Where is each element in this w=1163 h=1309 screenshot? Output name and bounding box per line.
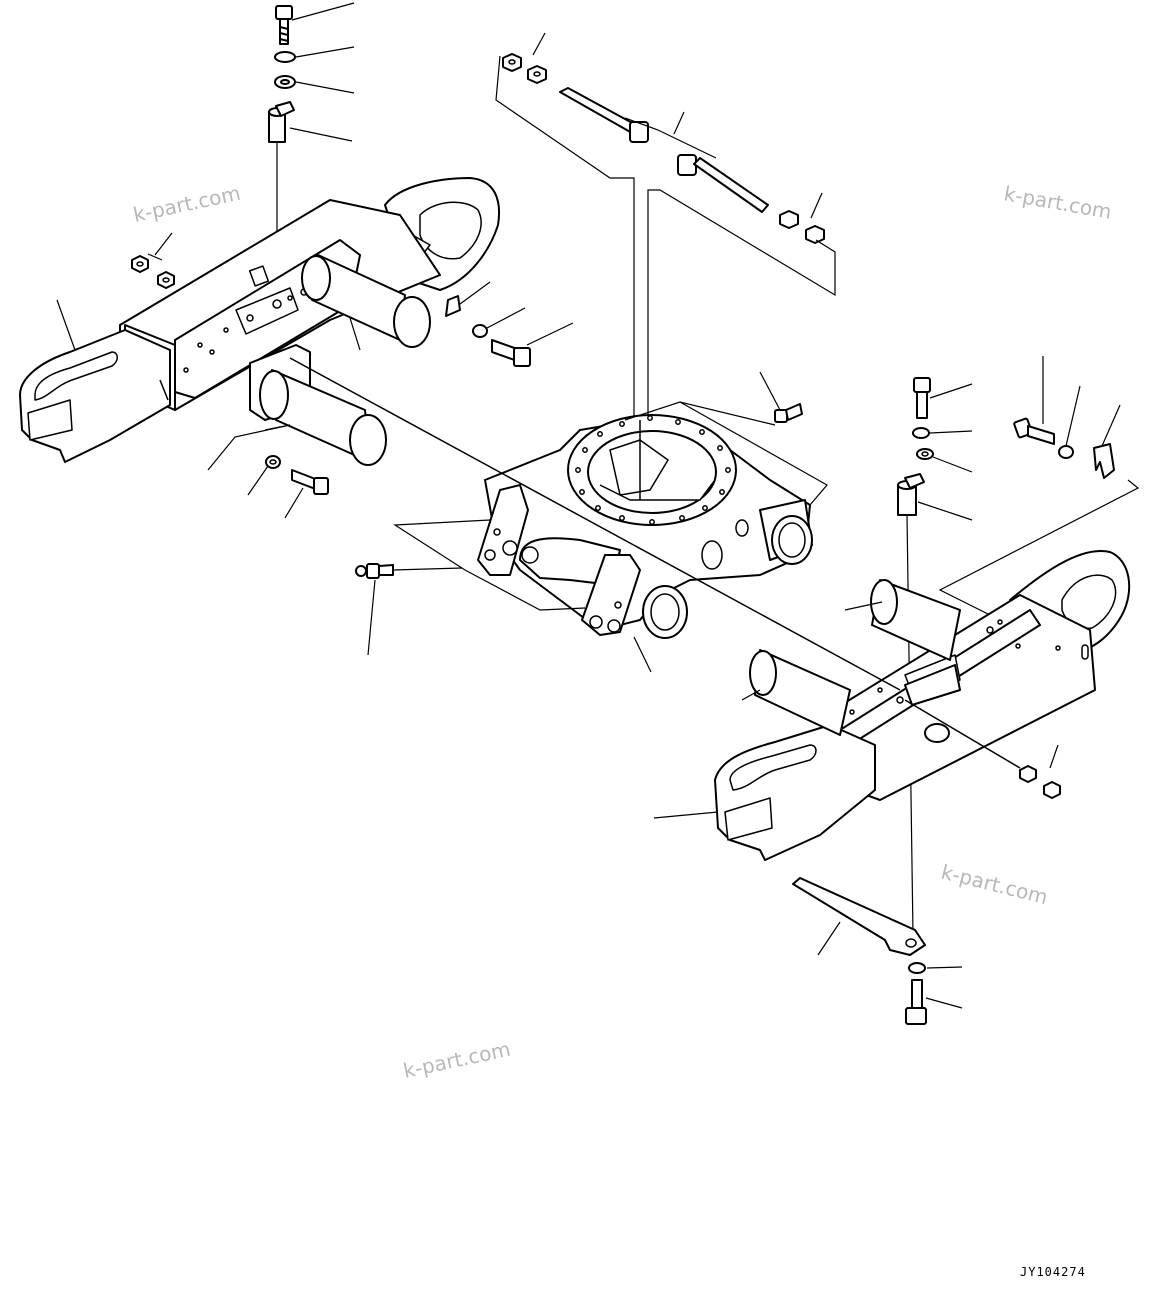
left-track-frame	[19, 177, 500, 463]
bolt-top-left	[275, 5, 293, 45]
leader-left-roller-upper	[349, 317, 361, 351]
leader-clip-far-right	[1101, 404, 1121, 447]
connector-left-right-1	[289, 357, 901, 691]
bracket-grease-fitting-right	[679, 401, 828, 506]
leader-washer-far-right	[1065, 385, 1081, 447]
leader-center-frame	[633, 636, 652, 673]
pin-top-left	[268, 101, 295, 143]
nut-pair-top-right	[779, 210, 825, 244]
nut-pair-top-center	[502, 53, 547, 84]
bracket-top-group	[495, 55, 635, 420]
leader-washer-right-upper	[929, 430, 973, 434]
leader-long-bolts-label	[673, 111, 685, 135]
leader-right-roller-upper	[844, 601, 883, 611]
leader-right-front-frame	[653, 811, 719, 819]
long-bolt-lower	[677, 154, 769, 213]
washer-far-right	[1058, 445, 1074, 459]
watermark-top-left: k-part.com	[131, 181, 243, 227]
nut-pair-left	[131, 253, 175, 289]
leader-bolt-left-roller-end	[526, 322, 574, 346]
washer-top-left	[274, 51, 296, 63]
left-carrier-roller-upper	[301, 254, 431, 348]
bracket-blade-arms	[393, 519, 586, 611]
watermark-top-right: k-part.com	[1002, 181, 1113, 224]
leader-bolt-right-upper	[929, 383, 973, 399]
leader-pin-right	[917, 501, 973, 521]
bolt-left-bottom	[291, 469, 329, 495]
leader-left-clip	[459, 281, 491, 305]
guard-plate-bottom	[792, 877, 926, 956]
leader-nut-pair-top-center	[532, 32, 546, 56]
center-frame	[477, 414, 813, 639]
leader-nut-pair-top-right	[810, 192, 823, 219]
grease-fitting-center-left	[355, 563, 394, 579]
leader-washer-left-bottom	[247, 465, 269, 496]
clip-far-right	[1093, 443, 1115, 479]
nut-pair-right	[1019, 765, 1061, 799]
long-bolt-upper	[559, 87, 649, 143]
leader-nut-pair-right	[1049, 744, 1059, 769]
leader-bolt-bottom	[925, 997, 963, 1009]
bolt-far-right	[1013, 417, 1055, 445]
leader-long-bolts	[624, 117, 717, 159]
leader-nut-pair-left	[154, 232, 173, 256]
bracket-top-group-right	[647, 189, 836, 420]
bracket-far-right	[938, 479, 1140, 621]
leader-washer-left-roller-end	[486, 307, 526, 329]
right-frame-bracket	[904, 664, 961, 706]
bolt-right-upper	[913, 377, 931, 419]
leader-bolt-top-left	[291, 2, 355, 21]
pin-right	[897, 473, 925, 516]
connector-left-right-2	[904, 699, 1021, 769]
spring-washer-right-upper	[916, 448, 934, 460]
washer-right-upper	[912, 427, 930, 439]
left-carrier-roller-lower	[249, 344, 387, 466]
leader-left-roller-lower	[207, 424, 291, 471]
washer-left-roller-end	[472, 324, 488, 338]
right-carrier-roller-lower	[749, 649, 851, 736]
bolt-left-roller-end	[491, 339, 531, 367]
left-clip	[445, 295, 461, 317]
leader-pin-top-left	[289, 127, 353, 142]
right-carrier-roller-upper	[870, 579, 961, 661]
bolt-bottom	[905, 979, 927, 1025]
watermark-bottom: k-part.com	[401, 1037, 513, 1083]
drawing-code: JY104274	[1020, 1265, 1086, 1279]
leader-spring-washer-top-left	[295, 81, 355, 94]
washer-bottom	[908, 962, 926, 974]
leader-washer-bottom	[926, 966, 963, 969]
leader-right-roller-lower	[741, 689, 761, 701]
leader-bolt-left-bottom	[284, 487, 304, 519]
leader-grease-fitting-center-left-h	[392, 567, 463, 571]
leader-washer-top-left	[295, 46, 355, 58]
leader-left-front-frame	[56, 299, 76, 351]
washer-left-bottom	[265, 455, 281, 469]
spring-washer-top-left	[274, 75, 296, 89]
watermark-mid-right: k-part.com	[939, 860, 1050, 910]
grease-fitting-center-top	[774, 403, 803, 423]
leader-guard-plate	[817, 921, 841, 956]
leader-grease-fitting-center-top	[759, 371, 781, 411]
leader-spring-washer-right-upper	[932, 456, 973, 473]
leader-grease-fitting-center-left	[367, 579, 376, 656]
